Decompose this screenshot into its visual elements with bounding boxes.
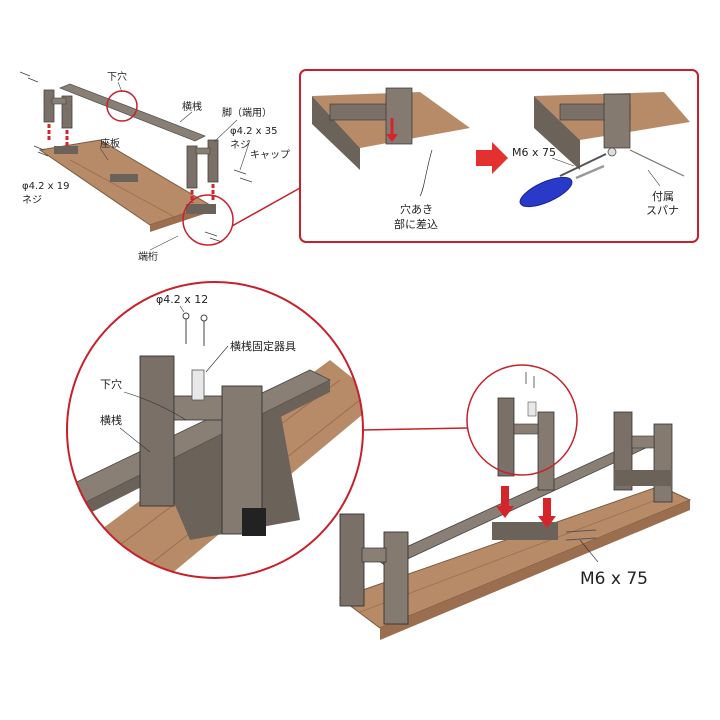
- detail-right-rail: [534, 96, 580, 170]
- callout-connector-bottom: [361, 427, 469, 431]
- label-cross-bar-zoom: 横桟: [100, 413, 122, 427]
- middle-leg-a: [497, 397, 515, 477]
- bottom-left-leg-b: [383, 531, 409, 625]
- overview-assembly: 下穴 横桟 脚（端用） φ4.2 x 35 ネジ キャップ 座板 φ4.2 x …: [19, 70, 290, 263]
- bottom-right-leg-b: [653, 423, 673, 503]
- detail-left-rail: [312, 96, 360, 170]
- spanner-leader: [647, 169, 661, 187]
- cross-bar: [58, 83, 206, 142]
- bottom-right-brace: [631, 435, 655, 449]
- left-end-rail: [54, 146, 78, 154]
- label-end-leg: 脚（端用）: [222, 106, 272, 119]
- bottom-arrow-left-head: [496, 506, 514, 518]
- leader-pilot-hole-zoom: [123, 391, 187, 421]
- label-cap: キャップ: [250, 149, 290, 161]
- label-hole-part-2: 部に差込: [394, 217, 438, 231]
- left-leg-b: [61, 95, 73, 129]
- bottom-small-screws: [525, 372, 535, 388]
- bottom-arrow-right-head: [538, 516, 556, 528]
- detail-left-arrowhead: [386, 134, 398, 142]
- left-leg-brace: [51, 97, 67, 105]
- zoom-leg-left: [139, 355, 175, 507]
- bottom-arrow-right-body: [543, 498, 551, 516]
- detail-box-top: 穴あき 部に差込 M6 x 75 付属 スパナ: [299, 69, 699, 243]
- right-leg-b: [207, 139, 219, 183]
- m6-leader-top: [551, 157, 575, 167]
- pilot-hole-callout: [106, 90, 138, 122]
- middle-leg-brace: [513, 423, 539, 435]
- label-screw-4-2x19: φ4.2 x 19: [22, 181, 70, 192]
- bottom-arrow-left-body: [501, 486, 509, 506]
- label-end-girder: 端桁: [138, 250, 158, 263]
- bottom-left-brace: [361, 547, 387, 563]
- leader-m6-bottom: [579, 539, 599, 563]
- spanner: [629, 149, 685, 177]
- screwdriver-handle: [519, 176, 573, 208]
- zoom-leg-foot: [242, 508, 266, 536]
- bottom-board-groove: [359, 493, 673, 613]
- middle-rail: [110, 174, 138, 182]
- bottom-middle-rail: [492, 522, 558, 540]
- bottom-left-leg-a: [339, 513, 365, 607]
- bottom-assembly: M6 x 75: [338, 364, 692, 640]
- label-m6-bottom: M6 x 75: [580, 569, 648, 589]
- top-screws: [19, 71, 253, 243]
- zoom-screws: [182, 312, 208, 346]
- callout-connector-top: [231, 187, 301, 227]
- end-rail-callout-circle: [182, 194, 234, 246]
- middle-leg-b: [537, 411, 555, 491]
- detail-right-leg: [603, 93, 631, 149]
- label-screw-4-2x12: φ4.2 x 12: [156, 293, 208, 306]
- label-included-1: 付属: [652, 190, 674, 203]
- bottom-callout-circle: [466, 364, 578, 476]
- step-arrow: [476, 142, 508, 174]
- label-cross-bar-bracket: 横桟固定器具: [230, 339, 296, 353]
- left-leg-a: [43, 89, 55, 123]
- label-pilot-hole-zoom: 下穴: [100, 377, 122, 391]
- detail-bolt: [559, 153, 607, 177]
- zoom-circle-content: [67, 355, 363, 578]
- right-leg-brace: [195, 147, 211, 155]
- zoom-fixing-bracket: [191, 369, 205, 401]
- label-hole-part-1: 穴あき: [400, 202, 433, 216]
- bottom-small-bracket: [527, 401, 537, 417]
- leader-cross-bar-zoom: [119, 427, 151, 453]
- detail-leader-hole: [419, 149, 433, 197]
- bottom-seat-board-edge: [380, 500, 690, 640]
- label-screw-35: ネジ: [230, 139, 250, 151]
- label-seat-board: 座板: [100, 137, 120, 150]
- leader-bracket: [205, 345, 229, 373]
- detail-left-rail-top: [329, 103, 393, 121]
- label-cross-bar-top: 横桟: [182, 100, 202, 113]
- label-included-2: スパナ: [646, 204, 679, 217]
- right-end-rail: [186, 204, 216, 214]
- label-m6-top: M6 x 75: [512, 146, 556, 159]
- detail-bolt-nut: [607, 147, 617, 157]
- bottom-right-end-rail: [614, 470, 672, 486]
- bottom-bolts: [565, 529, 597, 541]
- label-pilot-hole-top: 下穴: [107, 70, 127, 83]
- leader-lines-top: [99, 81, 251, 251]
- right-leg-a: [186, 145, 198, 189]
- screwdriver-shaft: [575, 164, 605, 180]
- label-screw-19: ネジ: [22, 194, 42, 206]
- leader-screw-12: [179, 305, 185, 313]
- zoom-circle-detail: φ4.2 x 12 横桟固定器具 下穴 横桟: [66, 281, 364, 579]
- board-groove: [69, 159, 181, 221]
- label-screw-4-2x35: φ4.2 x 35: [230, 126, 278, 137]
